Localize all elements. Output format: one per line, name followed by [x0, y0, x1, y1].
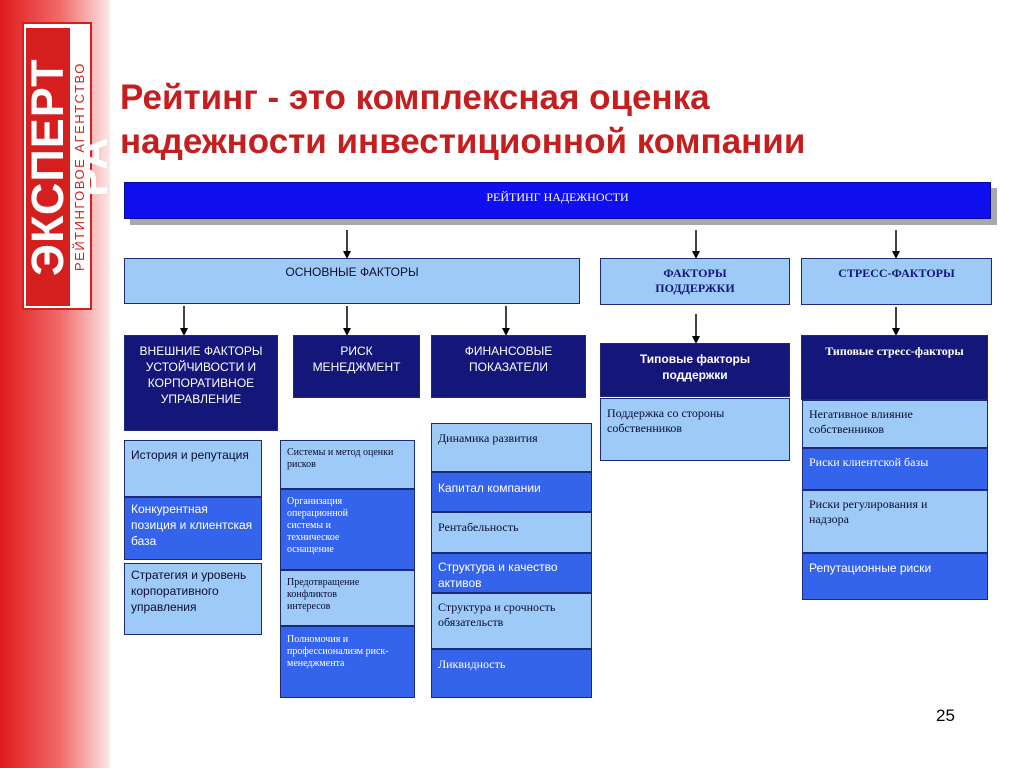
risk-management-header: РИСК МЕНЕДЖМЕНТ — [293, 335, 420, 398]
main-factors-box: ОСНОВНЫЕ ФАКТОРЫ — [124, 258, 580, 304]
finance-item-assets: Структура и качество активов — [431, 553, 592, 593]
risk-item-conflicts: Предотвращение конфликтов интересов — [280, 570, 415, 626]
finance-item-capital: Капитал компании — [431, 472, 592, 512]
stress-item-regulation: Риски регулирования и надзора — [802, 490, 988, 553]
finance-item-profitability: Рентабельность — [431, 512, 592, 553]
stress-types-header: Типовые стресс-факторы — [801, 335, 988, 400]
finance-item-liabilities: Структура и срочность обязательств — [431, 593, 592, 649]
external-factors-header: ВНЕШНИЕ ФАКТОРЫ УСТОЙЧИВОСТИ И КОРПОРАТИ… — [124, 335, 278, 431]
title-line-2: надежности инвестиционной компании — [120, 122, 806, 161]
agency-logo: ЭКСПЕРТ РА РЕЙТИНГОВОЕ АГЕНТСТВО — [22, 22, 117, 310]
title-line-1: Рейтинг - это комплексная оценка — [120, 78, 710, 117]
stress-item-clients: Риски клиентской базы — [802, 448, 988, 490]
slide-title: Рейтинг - это комплексная оценка надежно… — [120, 76, 1000, 164]
stress-factors-box: СТРЕСС-ФАКТОРЫ — [801, 258, 992, 305]
risk-item-authority: Полномочия и профессионализм риск- менед… — [280, 626, 415, 698]
logo-main-text: ЭКСПЕРТ РА — [22, 28, 117, 306]
external-item-strategy: Стратегия и уровень корпоративного управ… — [124, 563, 262, 635]
finance-item-liquidity: Ликвидность — [431, 649, 592, 698]
financial-indicators-header: ФИНАНСОВЫЕ ПОКАЗАТЕЛИ — [431, 335, 586, 398]
stress-item-owners: Негативное влияние собственников — [802, 400, 988, 448]
page-number: 25 — [936, 706, 955, 725]
finance-item-dynamics: Динамика развития — [431, 423, 592, 472]
support-types-header: Типовые факторы поддержки — [600, 343, 790, 397]
stress-item-reputation: Репутационные риски — [802, 553, 988, 600]
risk-item-organization: Организация операционной системы и техни… — [280, 489, 415, 570]
rating-banner: РЕЙТИНГ НАДЕЖНОСТИ — [124, 182, 991, 219]
external-item-competition: Конкурентная позиция и клиентская база — [124, 497, 262, 560]
support-item-owners: Поддержка со стороны собственников — [600, 398, 790, 461]
external-item-history: История и репутация — [124, 440, 262, 497]
logo-sub-text: РЕЙТИНГОВОЕ АГЕНТСТВО — [72, 62, 87, 272]
risk-item-systems: Системы и метод оценки рисков — [280, 440, 415, 489]
support-factors-box: ФАКТОРЫ ПОДДЕРЖКИ — [600, 258, 790, 305]
